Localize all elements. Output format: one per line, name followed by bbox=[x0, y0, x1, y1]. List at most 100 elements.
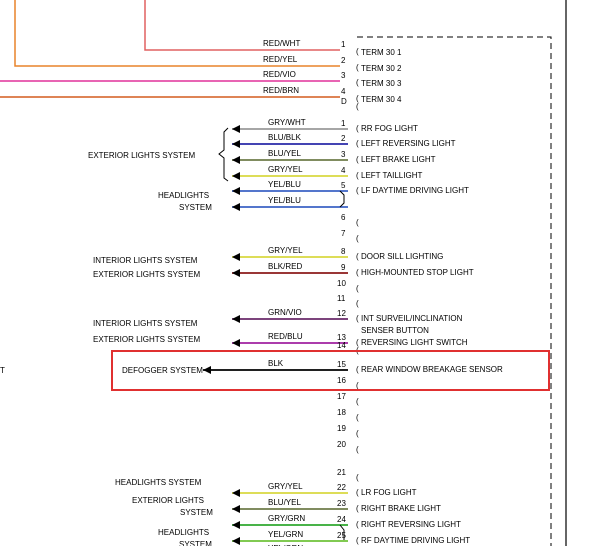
bracket: ( bbox=[356, 139, 359, 148]
pin-number: 7 bbox=[341, 229, 346, 238]
system-label: SYSTEM bbox=[179, 540, 212, 546]
arrow-head bbox=[232, 125, 240, 133]
pin-number: 2 bbox=[341, 134, 346, 143]
pin-number: 22 bbox=[337, 483, 346, 492]
wire-color-label: YEL/GRN bbox=[268, 530, 303, 539]
bracket: ( bbox=[356, 314, 359, 323]
bracket: ( bbox=[356, 171, 359, 180]
bracket: ( bbox=[356, 234, 359, 243]
bracket: ( bbox=[356, 299, 359, 308]
system-label: HEADLIGHTS bbox=[158, 191, 209, 200]
wire-color-label: GRY/YEL bbox=[268, 482, 303, 491]
system-label: HEADLIGHTS SYSTEM bbox=[115, 478, 202, 487]
wire-color-label: GRY/YEL bbox=[268, 246, 303, 255]
bracket: ( bbox=[356, 252, 359, 261]
arrow-head bbox=[232, 140, 240, 148]
arrow-head bbox=[232, 521, 240, 529]
pin-number: 20 bbox=[337, 440, 346, 449]
connector-border bbox=[357, 36, 552, 546]
bracket: ( bbox=[356, 338, 359, 347]
circuit-label: RR FOG LIGHT bbox=[361, 124, 418, 133]
pin-number: 13 bbox=[337, 333, 346, 342]
arrow-head bbox=[232, 203, 240, 211]
group-bracket bbox=[218, 127, 229, 182]
bracket: ( bbox=[356, 536, 359, 545]
system-group: EXTERIOR LIGHTS SYSTEM HEADLIGHTS SYSTEM IN… bbox=[88, 127, 345, 546]
pin-number: 16 bbox=[337, 376, 346, 385]
wire-color-label: RED/WHT bbox=[263, 39, 300, 48]
pin-number: 8 bbox=[341, 247, 346, 256]
bracket: ( bbox=[356, 155, 359, 164]
circuit-label: HIGH-MOUNTED STOP LIGHT bbox=[361, 268, 474, 277]
arrow-head bbox=[203, 366, 211, 374]
pin-number: 5 bbox=[341, 181, 346, 190]
bracket: ( bbox=[356, 413, 359, 422]
system-label: SYSTEM bbox=[180, 508, 213, 517]
bracket: ( bbox=[356, 504, 359, 513]
pin-number: 10 bbox=[337, 279, 346, 288]
circuit-label: LEFT REVERSING LIGHT bbox=[361, 139, 456, 148]
system-label: EXTERIOR LIGHTS SYSTEM bbox=[93, 335, 200, 344]
circuit-label: REVERSING LIGHT SWITCH bbox=[361, 338, 468, 347]
arrow-head bbox=[232, 489, 240, 497]
circuit-label: RIGHT BRAKE LIGHT bbox=[361, 504, 441, 513]
system-label: INTERIOR LIGHTS SYSTEM bbox=[93, 319, 198, 328]
bracket: ( bbox=[356, 520, 359, 529]
pin-number: 15 bbox=[337, 360, 346, 369]
wire-group bbox=[0, 0, 348, 545]
bracket: ( bbox=[356, 218, 359, 227]
bracket: ( bbox=[356, 268, 359, 277]
bracket: ( bbox=[356, 488, 359, 497]
circuit-label: LEFT TAILLIGHT bbox=[361, 171, 422, 180]
system-label: DEFOGGER SYSTEM bbox=[122, 366, 203, 375]
wire-color-label: BLU/BLK bbox=[268, 133, 302, 142]
pin-number: 25 bbox=[337, 531, 346, 540]
pin-number: 3 bbox=[341, 71, 346, 80]
bracket: ( bbox=[356, 284, 359, 293]
pin-number: 2 bbox=[341, 56, 346, 65]
wire-color-label: BLK/RED bbox=[268, 262, 302, 271]
circuit-label: INT SURVEIL/INCLINATION bbox=[361, 314, 463, 323]
circuit-label: RF DAYTIME DRIVING LIGHT bbox=[361, 536, 470, 545]
wire-color-label: GRY/YEL bbox=[268, 165, 303, 174]
bracket: ( bbox=[356, 94, 359, 103]
pin-number: 1 bbox=[341, 119, 346, 128]
circuit-label: LF DAYTIME DRIVING LIGHT bbox=[361, 186, 469, 195]
stray-label: T bbox=[0, 366, 5, 375]
arrow-head bbox=[232, 505, 240, 513]
pin-number: 17 bbox=[337, 392, 346, 401]
bracket: ( bbox=[356, 397, 359, 406]
group-bracket bbox=[339, 524, 345, 540]
pin-number: D bbox=[341, 97, 347, 106]
wire-color-label: BLU/YEL bbox=[268, 149, 301, 158]
system-label: SYSTEM bbox=[179, 203, 212, 212]
pin-number: 14 bbox=[337, 341, 346, 350]
pin-number: 11 bbox=[337, 294, 346, 303]
arrow-head bbox=[232, 172, 240, 180]
circuit-label: DOOR SILL LIGHTING bbox=[361, 252, 443, 261]
circuit-label: TERM 30 1 bbox=[361, 48, 402, 57]
wire-color-label: RED/VIO bbox=[263, 70, 296, 79]
pin-number: 4 bbox=[341, 166, 346, 175]
pin-number: 3 bbox=[341, 150, 346, 159]
arrow-head bbox=[232, 253, 240, 261]
arrow-head bbox=[232, 537, 240, 545]
wire-color-label: YEL/BLU bbox=[268, 196, 301, 205]
wire-color-label: RED/YEL bbox=[263, 55, 298, 64]
bracket: ( bbox=[356, 186, 359, 195]
circuit-label: LEFT BRAKE LIGHT bbox=[361, 155, 436, 164]
wire-red-wht bbox=[144, 0, 340, 51]
bracket: ( bbox=[356, 445, 359, 454]
wire-color-label: BLK bbox=[268, 359, 284, 368]
connector-outline bbox=[357, 0, 567, 546]
arrow-head bbox=[232, 339, 240, 347]
bracket: ( bbox=[356, 473, 359, 482]
bracket: ( bbox=[356, 78, 359, 87]
wire-color-label: GRY/WHT bbox=[268, 118, 306, 127]
circuit-label: TERM 30 4 bbox=[361, 95, 402, 104]
pin-number: 4 bbox=[341, 87, 346, 96]
bracket: ( bbox=[356, 365, 359, 374]
circuit-label: RIGHT REVERSING LIGHT bbox=[361, 520, 461, 529]
pin-number: 24 bbox=[337, 515, 346, 524]
wire-color-label: YEL/BLU bbox=[268, 180, 301, 189]
